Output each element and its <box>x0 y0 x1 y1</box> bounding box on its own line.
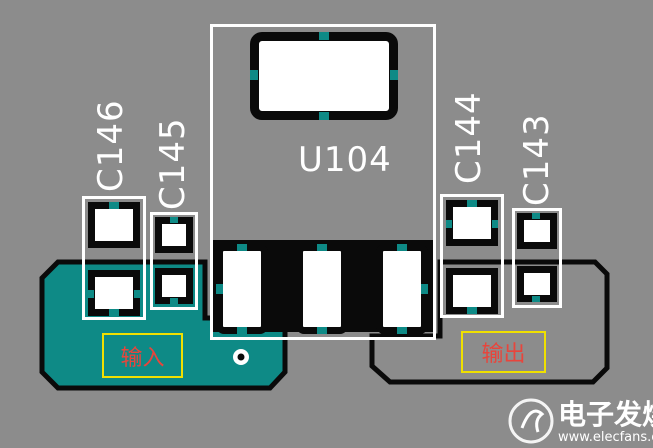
c143-label: C143 <box>517 113 557 206</box>
output-trace-outline <box>369 259 610 385</box>
watermark-brand: 电子发烧友 <box>558 398 653 431</box>
u104-pin-1 <box>216 244 268 334</box>
u104-pin-2 <box>296 244 348 334</box>
c144-outline <box>440 194 504 318</box>
input-label: 输入 <box>102 333 183 378</box>
u104-label: U104 <box>298 140 392 180</box>
c143-pad-1 <box>517 213 557 249</box>
elecfans-logo-icon <box>508 398 554 444</box>
c146-outline <box>82 196 146 320</box>
c143-outline <box>512 208 562 308</box>
u104-tab-pad <box>250 32 398 120</box>
u104-outline <box>210 24 436 340</box>
output-label: 输出 <box>461 331 546 373</box>
c146-label: C146 <box>91 99 131 192</box>
c145-label: C145 <box>153 117 193 210</box>
watermark-url: www.elecfans.com <box>558 430 653 445</box>
c145-outline <box>150 212 198 310</box>
c144-label: C144 <box>449 91 489 184</box>
watermark: 电子发烧友 www.elecfans.com <box>508 398 653 445</box>
c145-pad-1 <box>155 217 193 253</box>
